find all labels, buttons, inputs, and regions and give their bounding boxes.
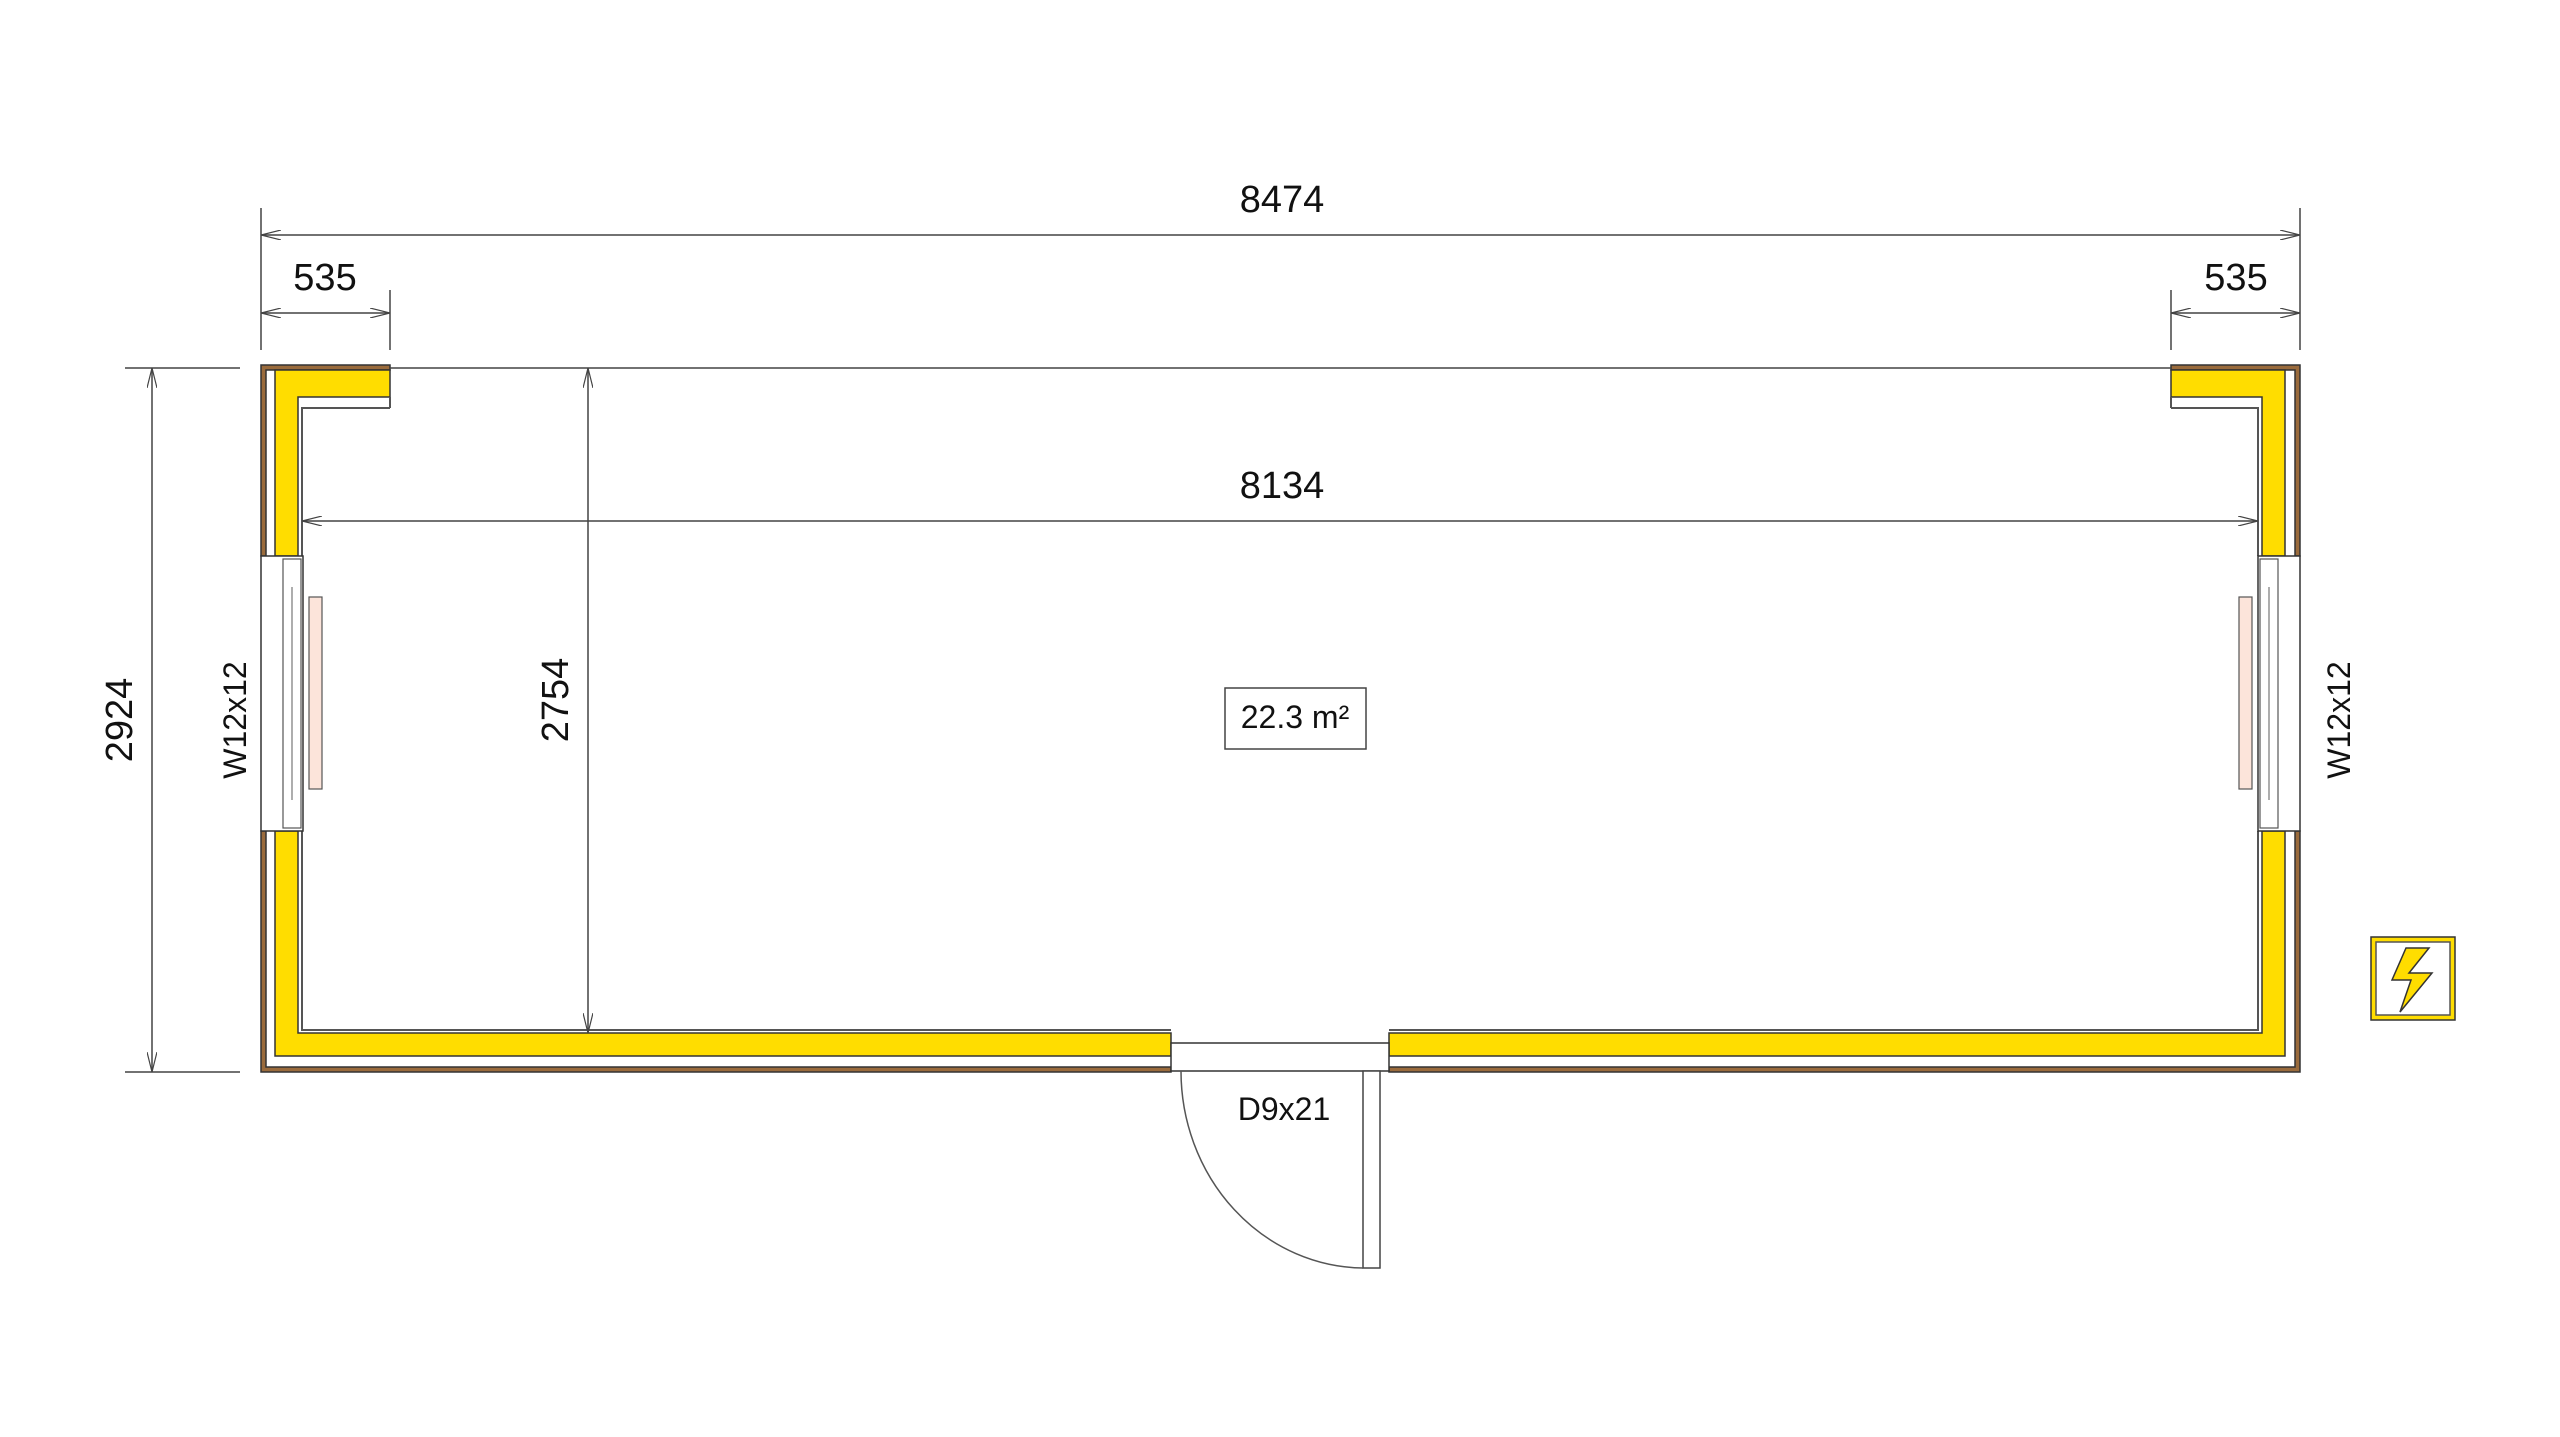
window-left-label: W12x12 — [217, 661, 253, 778]
dimension-inner-width: 2754 — [535, 658, 577, 743]
insulation-top-right — [2170, 369, 2286, 557]
door-label: D9x21 — [1238, 1091, 1331, 1127]
area-label: 22.3 m² — [1241, 699, 1350, 735]
insulation-top-left — [274, 369, 391, 557]
dimension-right-offset: 535 — [2204, 257, 2267, 299]
window-left — [260, 555, 323, 832]
dimension-lines — [125, 208, 2301, 1073]
dimension-left-offset: 535 — [293, 257, 356, 299]
door — [1170, 1042, 1390, 1269]
insulation-bottom-left — [274, 830, 1172, 1057]
dimension-overall-width: 2924 — [99, 678, 141, 763]
window-right — [2238, 555, 2301, 832]
dimension-overall-length: 8474 — [1240, 179, 1325, 221]
area-badge: 22.3 m² — [1224, 687, 1367, 750]
dimension-inner-length: 8134 — [1240, 465, 1325, 507]
insulation-bottom-right — [1388, 830, 2286, 1057]
window-right-label: W12x12 — [2321, 661, 2357, 778]
lightning-bolt-icon — [2370, 936, 2456, 1021]
